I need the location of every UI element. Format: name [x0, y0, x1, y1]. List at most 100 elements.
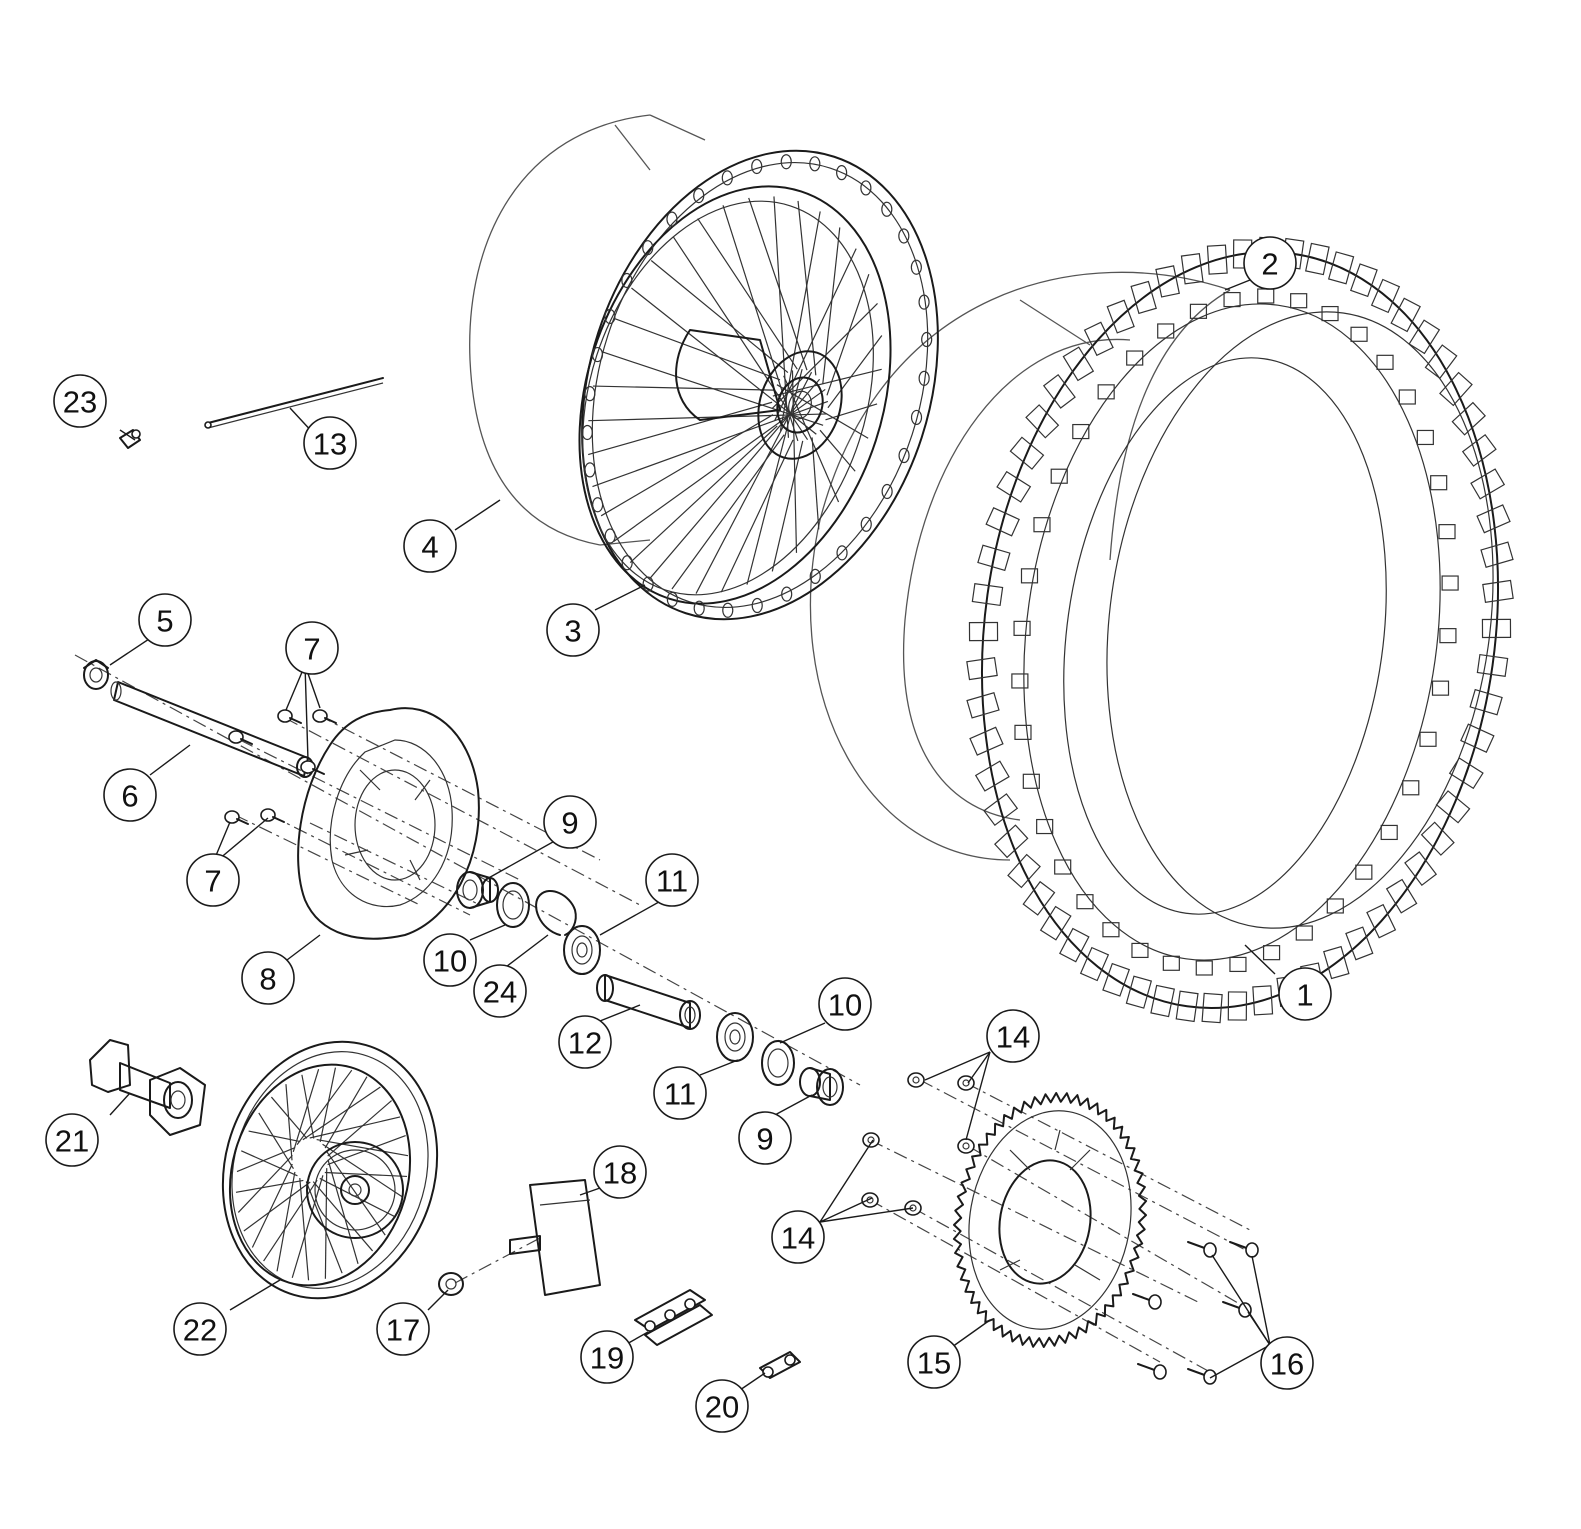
rim-hole — [918, 370, 930, 386]
rim-hole — [836, 165, 848, 181]
rim-hole — [693, 188, 705, 204]
leader-line — [1251, 1255, 1271, 1346]
tread-block — [1150, 984, 1175, 1018]
leader-line — [149, 744, 191, 776]
callout-8: 8 — [241, 951, 295, 1005]
tread-block-inner — [1430, 475, 1448, 491]
leader-line — [484, 837, 561, 881]
tread-block — [1079, 946, 1110, 982]
callout-label: 11 — [656, 864, 688, 899]
tread-block — [1461, 434, 1497, 467]
callout-13: 13 — [303, 416, 357, 470]
tread-block — [1476, 504, 1511, 534]
spoke-line — [601, 351, 824, 426]
callout-label: 16 — [1270, 1347, 1304, 1382]
spoke-line — [819, 429, 856, 472]
spoke-line — [319, 1067, 337, 1143]
tread-block — [1083, 321, 1114, 357]
callout-label: 20 — [705, 1390, 739, 1425]
callout-7b: 7 — [186, 853, 240, 907]
callout-23: 23 — [53, 374, 107, 428]
callout-circle — [285, 621, 339, 675]
spoke-line — [324, 1168, 328, 1279]
callout-22: 22 — [173, 1302, 227, 1356]
callout-10a: 10 — [423, 933, 477, 987]
callout-circle — [818, 977, 872, 1031]
tread-block-inner — [1013, 620, 1031, 636]
rim-spoke-holes — [581, 154, 933, 618]
hub-spacer-tube — [596, 974, 701, 1030]
spoke-line — [826, 273, 870, 396]
tread-block-inner — [1326, 898, 1344, 914]
chain-master-link — [759, 1351, 801, 1379]
rim-hole — [642, 240, 654, 256]
spacer-flanged-left — [456, 871, 499, 909]
axle-nut — [83, 659, 109, 690]
spoke-line — [326, 1150, 386, 1236]
tread-block — [1385, 878, 1418, 914]
leader-line — [819, 1197, 873, 1223]
callout-16: 16 — [1260, 1336, 1314, 1390]
tread-block — [994, 824, 1029, 859]
spoke-line — [748, 197, 808, 371]
spoke-line — [243, 1181, 311, 1232]
tread-block-inner — [1022, 773, 1040, 789]
spoke-line — [825, 403, 878, 421]
tread-block-inner — [1014, 724, 1032, 740]
tread-block-inner — [1223, 291, 1241, 308]
callout-24: 24 — [473, 964, 527, 1018]
tread-block — [1039, 905, 1072, 941]
rim-hole — [809, 568, 821, 584]
tread-block-inner — [1321, 305, 1339, 322]
tread-block-inner — [1376, 354, 1394, 370]
callout-circle — [423, 933, 477, 987]
complete-rear-wheel — [221, 1040, 439, 1300]
sprocket-nut — [861, 1192, 879, 1208]
rim-hole — [918, 294, 930, 310]
leader-line — [819, 1207, 914, 1223]
callout-circle — [376, 1302, 430, 1356]
wheel-rim — [578, 149, 939, 621]
tread-block — [983, 793, 1019, 826]
tread-block — [1305, 242, 1330, 276]
tread-block — [1175, 990, 1199, 1023]
callout-label: 10 — [828, 988, 862, 1023]
tread-block — [1469, 688, 1503, 716]
tread-block — [1435, 790, 1471, 824]
callout-5: 5 — [138, 593, 192, 647]
tread-block — [1252, 985, 1274, 1016]
tread-block — [1125, 975, 1153, 1009]
callout-label: 2 — [1261, 247, 1278, 282]
tread-block-inner — [1162, 955, 1180, 971]
tread-block — [977, 544, 1011, 572]
tread-block-inner — [1195, 960, 1213, 976]
callout-circle — [1243, 236, 1297, 290]
tread-block-inner — [1131, 942, 1149, 959]
tread-block-inner — [1036, 818, 1054, 835]
spoke-line — [822, 227, 841, 385]
callout-label: 8 — [259, 962, 276, 997]
leader-line — [109, 1092, 131, 1116]
sprocket-outline — [952, 1092, 1148, 1348]
disc-bolt — [312, 709, 337, 724]
leader-line — [469, 924, 506, 941]
rim-hole — [604, 528, 616, 544]
callout-12: 12 — [558, 1015, 612, 1069]
leader-line — [951, 1319, 991, 1348]
tread-block-inner — [1050, 468, 1068, 484]
callout-circle — [1278, 967, 1332, 1021]
callout-circle — [53, 374, 107, 428]
callout-2: 2 — [1243, 236, 1297, 290]
callout-label: 4 — [421, 530, 438, 565]
callout-circle — [907, 1335, 961, 1389]
bearing-left — [563, 925, 601, 975]
tread-block — [1180, 253, 1204, 285]
rim-hole — [722, 602, 734, 618]
tread-block — [1059, 927, 1090, 963]
spoke-line — [258, 1112, 294, 1170]
tread-block — [996, 470, 1032, 503]
spoke-line — [592, 400, 829, 488]
leader-line — [579, 1187, 601, 1196]
callout-label: 5 — [156, 604, 173, 639]
callout-19: 19 — [580, 1330, 634, 1384]
